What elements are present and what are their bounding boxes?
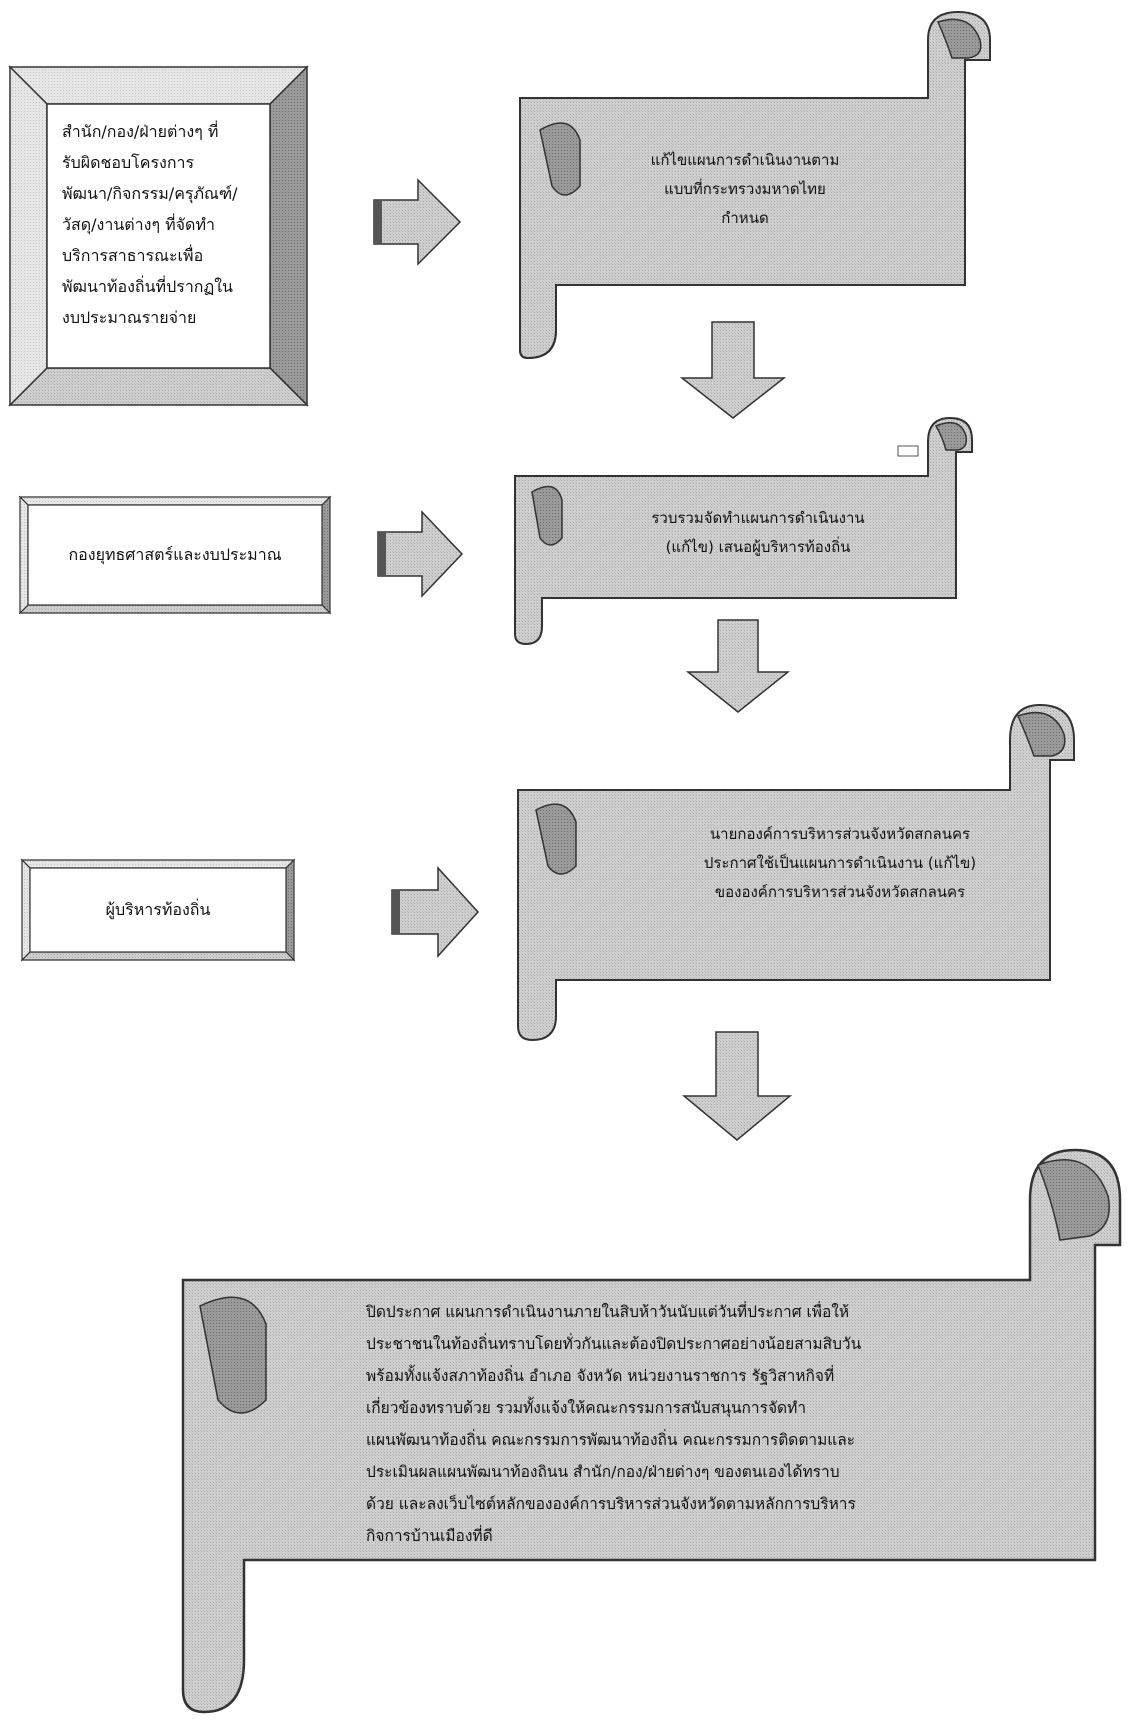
down-arrow-1 — [679, 321, 787, 419]
step3-text: นายกองค์การบริหารส่วนจังหวัดสกลนคร ประกา… — [620, 820, 1060, 907]
step2-text: รวบรวมจัดทำแผนการดำเนินงาน (แก้ไข) เสนอผ… — [578, 504, 938, 562]
right-arrow-2 — [377, 510, 464, 598]
step4-line: ประเมินผลแผนพัฒนาท้องถินน สำนัก/กอง/ฝ่าย… — [366, 1463, 840, 1481]
step4-line: กิจการบ้านเมืองที่ดี — [366, 1527, 493, 1545]
step2-line: (แก้ไข) เสนอผู้บริหารท้องถิ่น — [665, 538, 851, 556]
step4-line: แผนพัฒนาท้องถิ่น คณะกรรมการพัฒนาท้องถิ่น… — [366, 1431, 856, 1449]
scroll-step2 — [514, 416, 973, 646]
offices-line: รับผิดชอบโครงการ — [62, 153, 195, 172]
step3-line: ประกาศใช้เป็นแผนการดำเนินงาน (แก้ไข) — [703, 854, 977, 872]
offices-line: บริการสาธารณะเพื่อ — [62, 246, 204, 265]
local-executive-label: ผู้บริหารท้องถิ่น — [105, 900, 211, 919]
step1-line: แก้ไขแผนการดำเนินงานตาม — [650, 151, 840, 169]
step2-line: รวบรวมจัดทำแผนการดำเนินงาน — [651, 509, 865, 527]
offices-line: วัสดุ/งานต่างๆ ที่จัดทำ — [62, 215, 215, 234]
step4-line: เกี่ยวข้องทราบด้วย รวมทั้งแจ้งให้คณะกรรม… — [366, 1399, 807, 1417]
strategy-division-box — [18, 495, 332, 615]
step4-line: ด้วย และลงเว็บไซต์หลักขององค์การบริหารส่… — [366, 1495, 856, 1513]
step4-text: ปิดประกาศ แผนการดำเนินงานภายในสิบห้าวันน… — [366, 1296, 1086, 1552]
scroll-step3 — [517, 703, 1075, 1042]
right-arrow-1 — [373, 178, 462, 266]
scroll-step1 — [519, 10, 991, 360]
step1-line: แบบที่กระทรวงมหาดไทย — [664, 180, 826, 198]
offices-line: สำนัก/กอง/ฝ่ายต่างๆ ที่ — [62, 122, 219, 141]
step1-text: แก้ไขแผนการดำเนินงานตาม แบบที่กระทรวงมหา… — [590, 146, 900, 233]
offices-line: งบประมาณรายจ่าย — [62, 308, 197, 327]
offices-box-text: สำนัก/กอง/ฝ่ายต่างๆ ที่ รับผิดชอบโครงการ… — [62, 116, 268, 333]
step4-line: ปิดประกาศ แผนการดำเนินงานภายในสิบห้าวันน… — [366, 1303, 850, 1321]
step1-line: กำหนด — [721, 209, 769, 227]
offices-line: พัฒนาท้องถิ่นที่ปรากฏใน — [62, 277, 233, 296]
down-arrow-3 — [681, 1031, 793, 1141]
local-executive-box — [20, 858, 296, 962]
strategy-division-label: กองยุทธศาสตร์และงบประมาณ — [68, 545, 282, 564]
offices-box — [8, 65, 309, 407]
scroll-step4 — [181, 1148, 1122, 1714]
offices-line: พัฒนา/กิจกรรม/ครุภัณฑ์/ — [62, 184, 238, 203]
step3-line: ขององค์การบริหารส่วนจังหวัดสกลนคร — [714, 883, 966, 901]
down-arrow-2 — [685, 619, 791, 713]
step3-line: นายกองค์การบริหารส่วนจังหวัดสกลนคร — [709, 825, 971, 843]
right-arrow-3 — [391, 866, 480, 958]
step4-line: ประชาชนในท้องถิ่นทราบโดยทั่วกันและต้องปิ… — [366, 1335, 862, 1353]
step4-line: พร้อมทั้งแจ้งสภาท้องถิ่น อำเภอ จังหวัด ห… — [366, 1367, 835, 1385]
